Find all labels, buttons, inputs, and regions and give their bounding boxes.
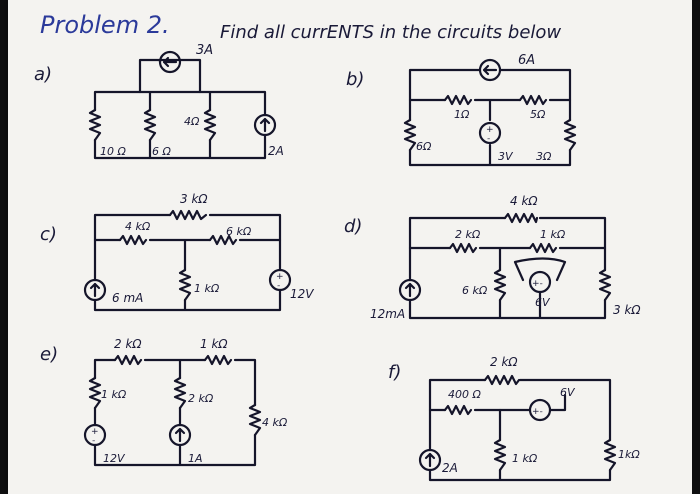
resistor-icon xyxy=(443,94,473,106)
source-label: 2A xyxy=(442,461,458,475)
resistor-icon xyxy=(448,242,478,254)
resistor-icon xyxy=(113,354,143,366)
source-label: 1A xyxy=(188,452,203,465)
resistor-icon xyxy=(598,268,612,302)
resistor-label: 6 kΩ xyxy=(462,284,488,297)
resistor-icon xyxy=(503,212,539,224)
current-source-icon xyxy=(83,278,107,302)
resistor-label: 4 kΩ xyxy=(262,416,288,429)
source-top-label: 3A xyxy=(196,43,213,58)
circuit-d-label: d) xyxy=(344,216,362,237)
resistor-label: 400 Ω xyxy=(448,388,481,401)
resistor-label: 5Ω xyxy=(530,108,546,121)
circuit-b-label: b) xyxy=(346,69,364,90)
circuit-a-label: a) xyxy=(34,64,52,85)
current-source-icon xyxy=(253,113,277,137)
voltage-source-icon xyxy=(268,268,292,292)
svg-text:-: - xyxy=(92,436,95,446)
resistor-label: 10 Ω xyxy=(100,145,126,158)
voltage-source-icon xyxy=(83,423,107,447)
source-top-label: 6A xyxy=(518,53,535,68)
resistor-label: 4Ω xyxy=(184,115,200,128)
resistor-label: 3 kΩ xyxy=(180,192,208,206)
resistor-icon xyxy=(143,108,157,142)
voltage-source-icon xyxy=(528,398,552,422)
resistor-icon xyxy=(118,234,148,246)
resistor-label: 6 kΩ xyxy=(226,225,252,238)
svg-text:+: + xyxy=(276,272,284,282)
circuit-f-label: f) xyxy=(388,362,401,383)
resistor-icon xyxy=(443,404,473,416)
circuit-f: f) 2 kΩ +- 400 Ω 6V 2A 1 kΩ 1kΩ xyxy=(388,355,640,482)
resistor-icon xyxy=(528,242,558,254)
source-label: 12mA xyxy=(370,307,405,321)
source-label: 2A xyxy=(268,144,284,158)
resistor-label: 3 kΩ xyxy=(613,303,641,317)
svg-text:+: + xyxy=(486,125,494,135)
source-label: 6V xyxy=(535,296,551,309)
resistor-label: 2 kΩ xyxy=(188,392,214,405)
resistor-icon xyxy=(203,354,233,366)
resistor-icon xyxy=(493,438,507,472)
resistor-label: 4 kΩ xyxy=(510,194,538,208)
current-source-icon xyxy=(398,278,422,302)
resistor-icon xyxy=(403,118,417,152)
resistor-label: 1 kΩ xyxy=(512,452,538,465)
resistor-icon xyxy=(88,376,102,410)
resistor-icon xyxy=(88,108,102,142)
circuit-e-label: e) xyxy=(40,344,58,365)
current-source-icon xyxy=(158,50,182,74)
circuit-c: c) 3 kΩ 4 kΩ 6 kΩ + - 6 mA 1 kΩ 12V xyxy=(40,192,314,312)
svg-text:-: - xyxy=(277,281,280,291)
svg-text:-: - xyxy=(487,134,490,144)
current-source-icon xyxy=(418,448,442,472)
svg-text:+-: +- xyxy=(532,407,543,417)
source-label: 12V xyxy=(103,452,126,465)
source-label: 12V xyxy=(290,287,314,301)
resistor-label: 6Ω xyxy=(416,140,432,153)
resistor-icon xyxy=(173,376,187,410)
resistor-label: 6 Ω xyxy=(152,145,171,158)
circuit-c-label: c) xyxy=(40,224,57,245)
source-label: 6V xyxy=(560,386,576,399)
resistor-icon xyxy=(518,94,548,106)
resistor-label: 1 kΩ xyxy=(200,337,228,351)
current-source-icon xyxy=(478,58,502,82)
circuit-d: d) 4 kΩ 2 kΩ 1 kΩ +- 12mA 6 kΩ 6V 3 kΩ xyxy=(344,194,641,321)
resistor-icon xyxy=(483,374,521,386)
resistor-icon xyxy=(178,268,192,302)
resistor-label: 2 kΩ xyxy=(114,337,142,351)
photo-edge-left xyxy=(0,0,8,494)
source-label: 6 mA xyxy=(112,291,143,305)
voltage-source-icon xyxy=(478,121,502,145)
resistor-icon xyxy=(203,108,217,142)
resistor-icon xyxy=(168,209,208,221)
resistor-icon xyxy=(563,118,577,152)
resistor-icon xyxy=(208,234,238,246)
problem-instruction: Find all currENTS in the circuits below xyxy=(220,22,561,43)
resistor-icon xyxy=(248,403,262,437)
problem-title: Problem 2. xyxy=(40,11,170,39)
resistor-label: 1 kΩ xyxy=(101,388,127,401)
resistor-label: 2 kΩ xyxy=(455,228,481,241)
resistor-label: 3Ω xyxy=(536,150,552,163)
resistor-label: 2 kΩ xyxy=(490,355,518,369)
resistor-label: 1kΩ xyxy=(618,448,640,461)
resistor-label: 1 kΩ xyxy=(540,228,566,241)
resistor-icon xyxy=(603,438,617,472)
resistor-label: 1 kΩ xyxy=(194,282,220,295)
resistor-icon xyxy=(493,268,507,302)
resistor-label: 1Ω xyxy=(454,108,470,121)
circuit-a: a) 3A 10 Ω 6 Ω 4Ω 2A xyxy=(34,43,284,160)
circuit-e: e) 2 kΩ 1 kΩ + - 1 kΩ 2 kΩ 4 kΩ 12V 1A xyxy=(40,337,288,467)
photo-edge-right xyxy=(692,0,700,494)
svg-text:+: + xyxy=(91,427,99,437)
circuit-b: b) 6A + - 1Ω 5Ω 6Ω 3V 3Ω xyxy=(346,53,577,167)
current-source-icon xyxy=(168,423,192,447)
source-label: 3V xyxy=(498,150,514,163)
resistor-label: 4 kΩ xyxy=(125,220,151,233)
svg-text:+-: +- xyxy=(532,279,543,289)
